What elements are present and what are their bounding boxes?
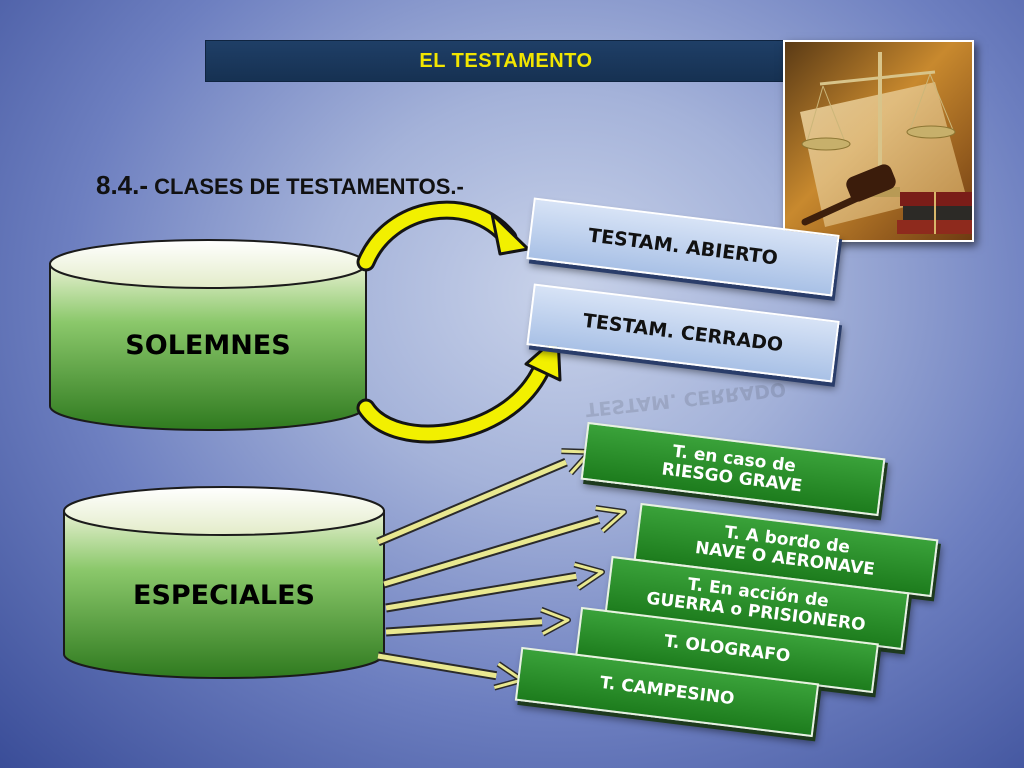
arrow-olografo [385, 606, 571, 637]
section-heading-text: CLASES DE TESTAMENTOS.- [154, 174, 464, 199]
arrow-guerra-prisionero [385, 561, 605, 613]
curved-arrow-cerrado [356, 334, 562, 444]
especiales-label: ESPECIALES [133, 580, 315, 611]
arrow-nave-aeronave [382, 505, 627, 589]
arrow-campesino [377, 651, 525, 691]
title-bar: EL TESTAMENTO [205, 40, 807, 82]
solemnes-cylinder [49, 239, 367, 431]
type-label-olografo: T. OLOGRAFO [662, 631, 792, 668]
type-label-campesino: T. CAMPESINO [598, 673, 736, 710]
solemnes-label: SOLEMNES [125, 330, 291, 361]
section-heading: 8.4.- CLASES DE TESTAMENTOS.- [96, 170, 464, 201]
type-label-cerrado: TESTAM. CERRADO [581, 309, 785, 357]
section-number: 8.4.- [96, 170, 149, 200]
type-label-abierto: TESTAM. ABIERTO [587, 224, 779, 270]
slide-title: EL TESTAMENTO [419, 49, 593, 72]
especiales-cylinder [63, 486, 385, 679]
justice-scales-gavel-image [783, 40, 974, 242]
curved-arrow-abierto [356, 200, 530, 272]
straight-arrows [376, 448, 627, 691]
